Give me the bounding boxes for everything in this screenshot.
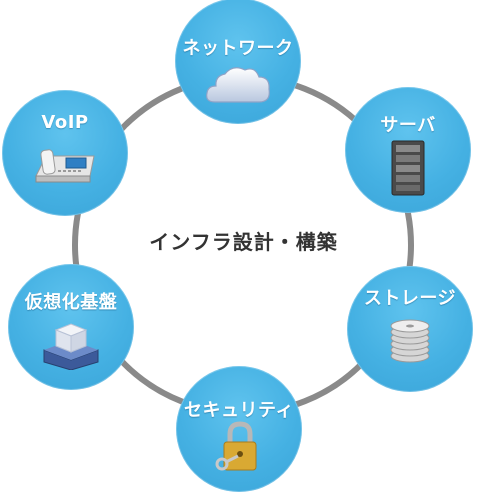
node-security: セキュリティ [176, 366, 302, 492]
node-voip: VoIP [2, 90, 128, 216]
center-title: インフラ設計・構築 [149, 230, 338, 254]
ip-phone-icon [2, 142, 128, 186]
disk-stack-icon [347, 318, 473, 364]
node-server: サーバ [345, 87, 471, 213]
virtual-cube-icon [8, 316, 134, 370]
cloud-icon [175, 62, 301, 106]
node-storage: ストレージ [347, 266, 473, 392]
node-virtualization-label: 仮想化基盤 [24, 292, 118, 313]
padlock-key-icon [176, 420, 302, 476]
node-network: ネットワーク [175, 0, 301, 124]
node-virtualization: 仮想化基盤 [8, 264, 134, 390]
node-storage-label: ストレージ [363, 288, 457, 309]
server-rack-icon [345, 139, 471, 197]
node-security-label: セキュリティ [184, 400, 294, 421]
node-server-label: サーバ [380, 115, 436, 136]
node-voip-label: VoIP [41, 112, 89, 133]
node-network-label: ネットワーク [182, 38, 294, 59]
